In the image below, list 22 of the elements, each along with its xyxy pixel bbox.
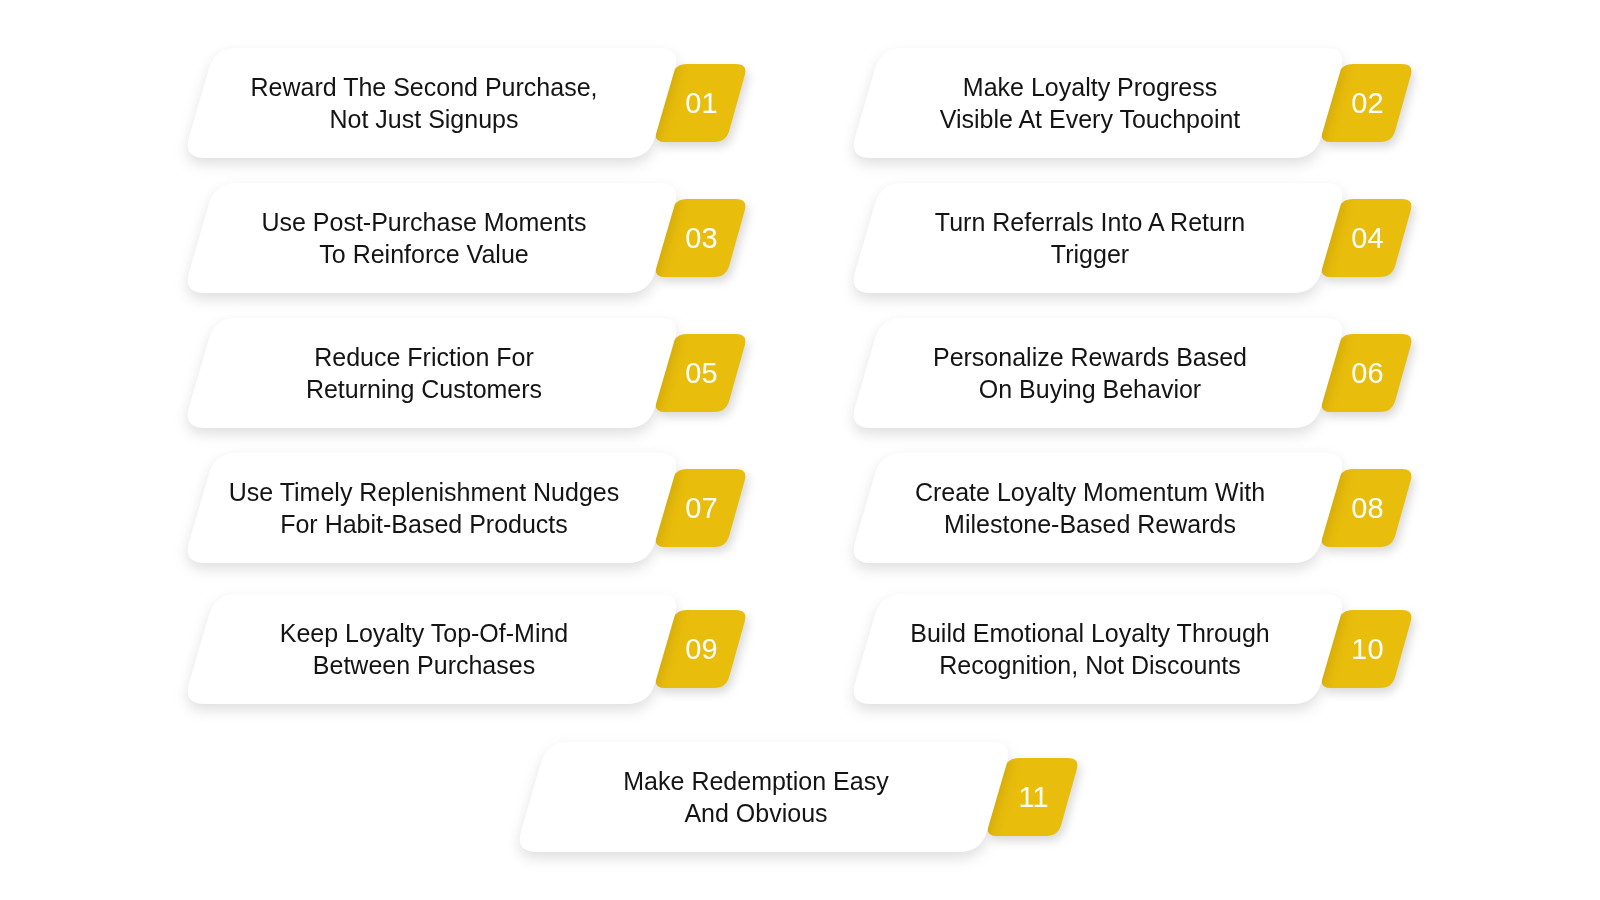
step-text: Turn Referrals Into A Return Trigger bbox=[933, 207, 1247, 270]
step-text: Keep Loyalty Top-Of-Mind Between Purchases bbox=[278, 618, 570, 681]
step-text: Create Loyalty Momentum With Milestone-Based Rewards bbox=[913, 477, 1267, 540]
step-number: 11 bbox=[1018, 780, 1049, 814]
step-number: 04 bbox=[1351, 221, 1384, 255]
step-text: Personalize Rewards Based On Buying Behavior bbox=[931, 342, 1249, 405]
step-number: 02 bbox=[1351, 86, 1384, 120]
step-number: 01 bbox=[685, 86, 718, 120]
step-number: 03 bbox=[685, 221, 718, 255]
step-number: 09 bbox=[685, 632, 718, 666]
step-text: Use Post-Purchase Moments To Reinforce Value bbox=[260, 207, 588, 270]
step-text: Make Loyalty Progress Visible At Every Touchpoint bbox=[938, 72, 1242, 135]
step-number: 05 bbox=[685, 356, 718, 390]
step-text: Make Redemption Easy And Obvious bbox=[622, 766, 890, 829]
step-text: Build Emotional Loyalty Through Recognition, Not Discounts bbox=[909, 618, 1271, 681]
step-number: 06 bbox=[1351, 356, 1384, 390]
step-number: 07 bbox=[685, 491, 718, 525]
step-text: Reward The Second Purchase, Not Just Signups bbox=[249, 72, 599, 135]
step-text: Use Timely Replenishment Nudges For Habit-Based Products bbox=[227, 477, 621, 540]
step-number: 10 bbox=[1351, 632, 1384, 666]
step-text: Reduce Friction For Returning Customers bbox=[304, 342, 544, 405]
step-number: 08 bbox=[1351, 491, 1384, 525]
